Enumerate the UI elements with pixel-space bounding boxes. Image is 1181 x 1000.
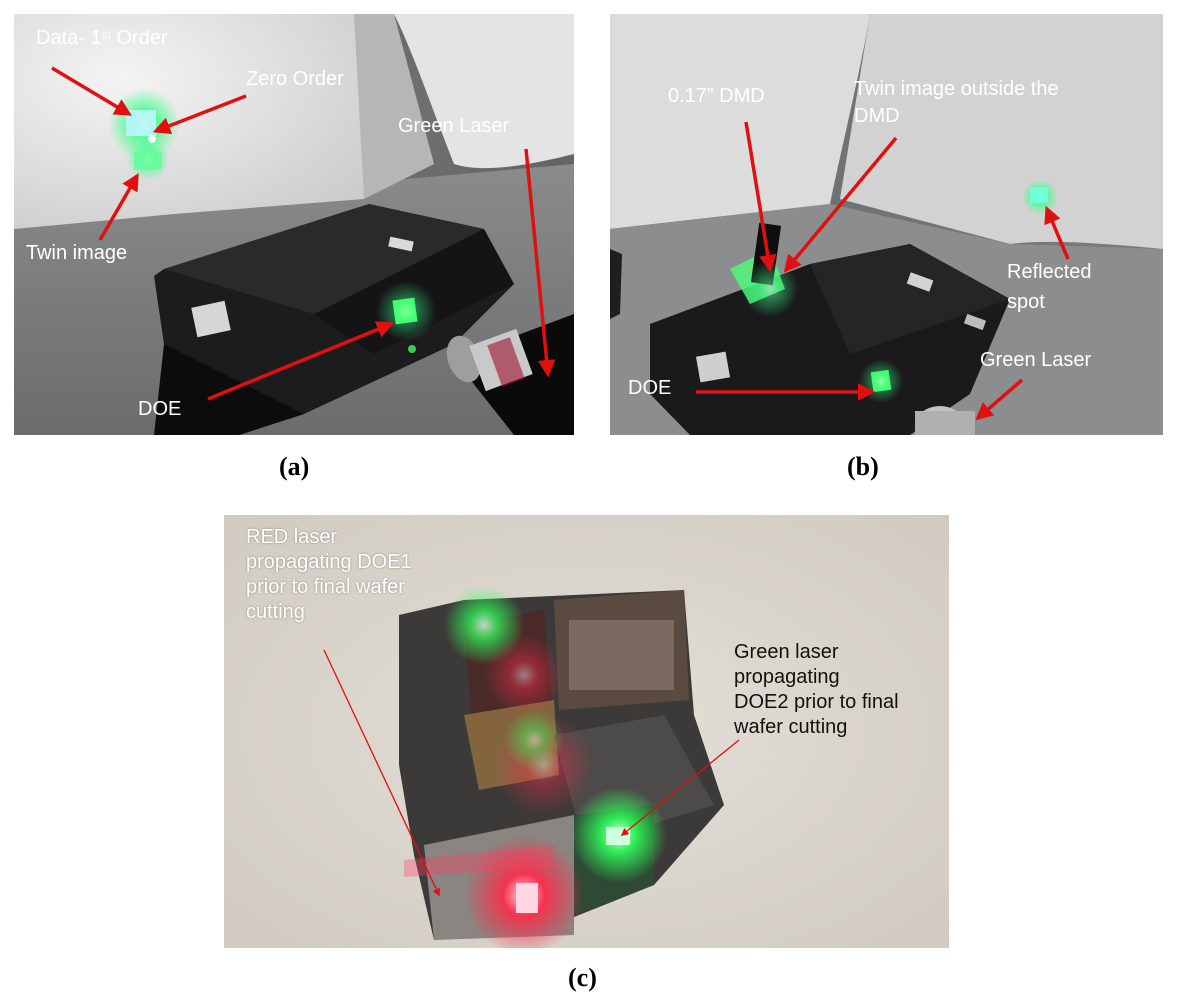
label-reflected-2: spot [1007, 291, 1045, 313]
photo-c-scene [224, 515, 949, 948]
label-dmd: 0.17” DMD [668, 85, 765, 107]
label-red-line-2: propagating DOE1 [246, 551, 412, 573]
label-twin-outside-1: Twin image outside the [854, 78, 1059, 100]
label-green-laser-c: Green laser propagating DOE2 prior to fi… [734, 640, 944, 740]
label-green-line-2: propagating [734, 666, 840, 688]
label-doe-b: DOE [628, 377, 672, 399]
label-twin-image: Twin image [26, 242, 128, 264]
photo-b-scene [610, 14, 1163, 435]
label-doe-a: DOE [138, 398, 182, 420]
caption-b: (b) [847, 452, 879, 481]
label-red-line-3: prior to final wafer [246, 576, 405, 598]
label-red-laser: RED laser propagating DOE1 prior to fina… [246, 525, 431, 625]
caption-a: (a) [279, 452, 310, 481]
label-green-line-3: DOE2 prior to final [734, 691, 899, 713]
label-green-laser-a: Green Laser [398, 115, 510, 137]
label-data-first-order: Data- 1st Order [36, 27, 168, 49]
label-red-line-1: RED laser [246, 526, 338, 548]
photo-c: RED laser propagating DOE1 prior to fina… [224, 515, 949, 948]
label-red-line-4: cutting [246, 601, 305, 623]
label-twin-outside-2: DMD [854, 105, 900, 127]
label-green-laser-b: Green Laser [980, 349, 1092, 371]
label-green-line-1: Green laser [734, 641, 839, 663]
label-zero-order: Zero Order [246, 68, 344, 90]
label-reflected-1: Reflected [1007, 261, 1092, 283]
photo-a: Data- 1st Order Zero Order Green Laser T… [14, 14, 574, 435]
caption-c: (c) [568, 963, 597, 992]
label-green-line-4: wafer cutting [734, 716, 848, 738]
photo-b: 0.17” DMD Twin image outside the DMD Ref… [610, 14, 1163, 435]
